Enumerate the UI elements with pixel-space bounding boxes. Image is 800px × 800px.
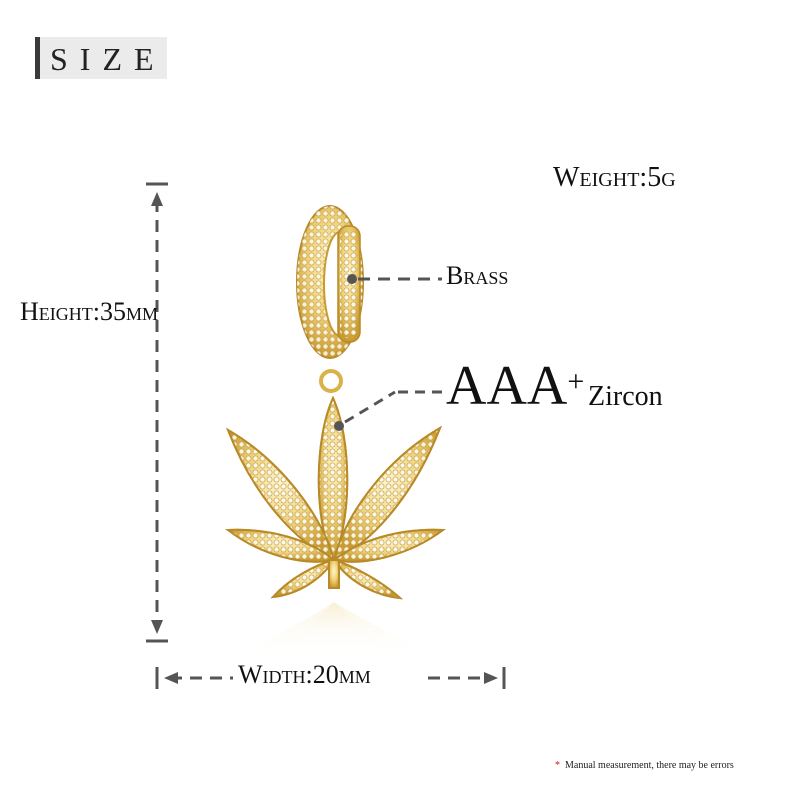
- grade-plus: +: [567, 365, 585, 398]
- zircon-pointer: [334, 390, 442, 431]
- size-header: SIZE: [35, 37, 167, 79]
- measurement-footnote: * Manual measurement, there may be errors: [555, 760, 734, 771]
- leaf-reflection: [250, 602, 420, 660]
- footnote-star: *: [555, 760, 560, 771]
- leaf-pendant: [225, 395, 446, 600]
- grade-label: AAA+: [446, 356, 584, 416]
- height-label: Height:35mm: [20, 297, 158, 326]
- weight-label: Weight:5g: [553, 162, 676, 193]
- width-dimension-line: [155, 667, 506, 689]
- stone-label: Zircon: [588, 381, 663, 412]
- grade-text: AAA: [446, 355, 568, 417]
- footnote-text: Manual measurement, there may be errors: [565, 760, 734, 771]
- material-label: Brass: [446, 261, 509, 290]
- hoop-earring-top: [296, 205, 364, 359]
- size-title: SIZE: [50, 41, 166, 77]
- width-label: Width:20mm: [238, 660, 371, 689]
- brass-pointer: [347, 274, 442, 284]
- height-dimension-line: [146, 182, 168, 643]
- bail-ring: [319, 369, 343, 393]
- size-header-bar: [35, 37, 40, 79]
